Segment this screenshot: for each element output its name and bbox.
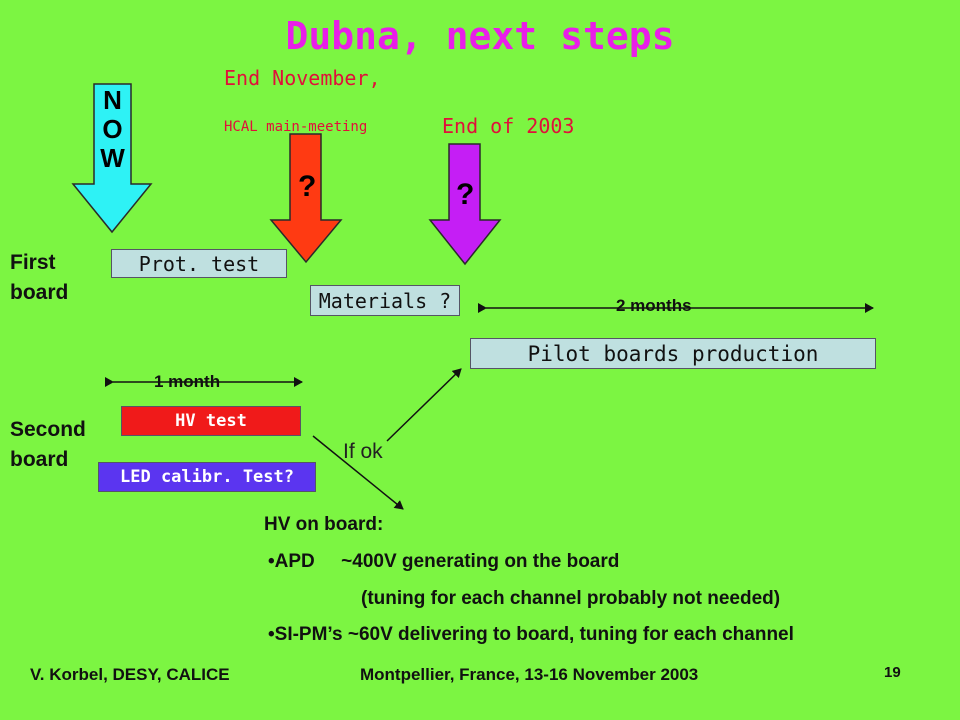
if-ok-label: If ok [343, 440, 383, 463]
now-letter-o: O [102, 114, 123, 144]
led-test-box: LED calibr. Test? [98, 462, 316, 492]
now-letter-w: W [100, 143, 125, 173]
end-november-label: End November, [224, 66, 381, 90]
question-mark-1: ? [298, 170, 317, 203]
materials-box: Materials ? [310, 285, 460, 316]
now-letter-n: N [103, 85, 122, 115]
hv-on-board-heading: HV on board: [264, 514, 384, 535]
prot-test-box: Prot. test [111, 249, 287, 278]
footer-author: V. Korbel, DESY, CALICE [30, 665, 230, 684]
apd-note: •APD ~400V generating on the board [268, 551, 620, 572]
if-ok-down-arrow [312, 435, 404, 510]
footer-event: Montpellier, France, 13-16 November 2003 [360, 665, 699, 684]
hcal-meeting-label: HCAL main-meeting [224, 119, 368, 135]
end-2003-label: End of 2003 [442, 114, 575, 138]
second-board-label: Second board [10, 418, 86, 471]
end-2003-arrow [428, 143, 502, 266]
now-label: N O W [94, 86, 131, 173]
two-months-label: 2 months [616, 296, 692, 315]
if-ok-up-arrow [386, 368, 462, 442]
one-month-label: 1 month [154, 372, 221, 391]
page-title: Dubna, next steps [285, 14, 675, 58]
page-number: 19 [884, 664, 901, 681]
end-november-arrow [269, 133, 343, 264]
pilot-production-box: Pilot boards production [470, 338, 876, 369]
now-arrow [71, 83, 153, 234]
hv-test-box: HV test [121, 406, 301, 436]
question-mark-2: ? [456, 178, 475, 211]
tuning-note: (tuning for each channel probably not ne… [361, 588, 781, 609]
first-board-label: First board [10, 251, 69, 304]
sipm-note: •SI-PM’s ~60V delivering to board, tunin… [268, 624, 794, 645]
